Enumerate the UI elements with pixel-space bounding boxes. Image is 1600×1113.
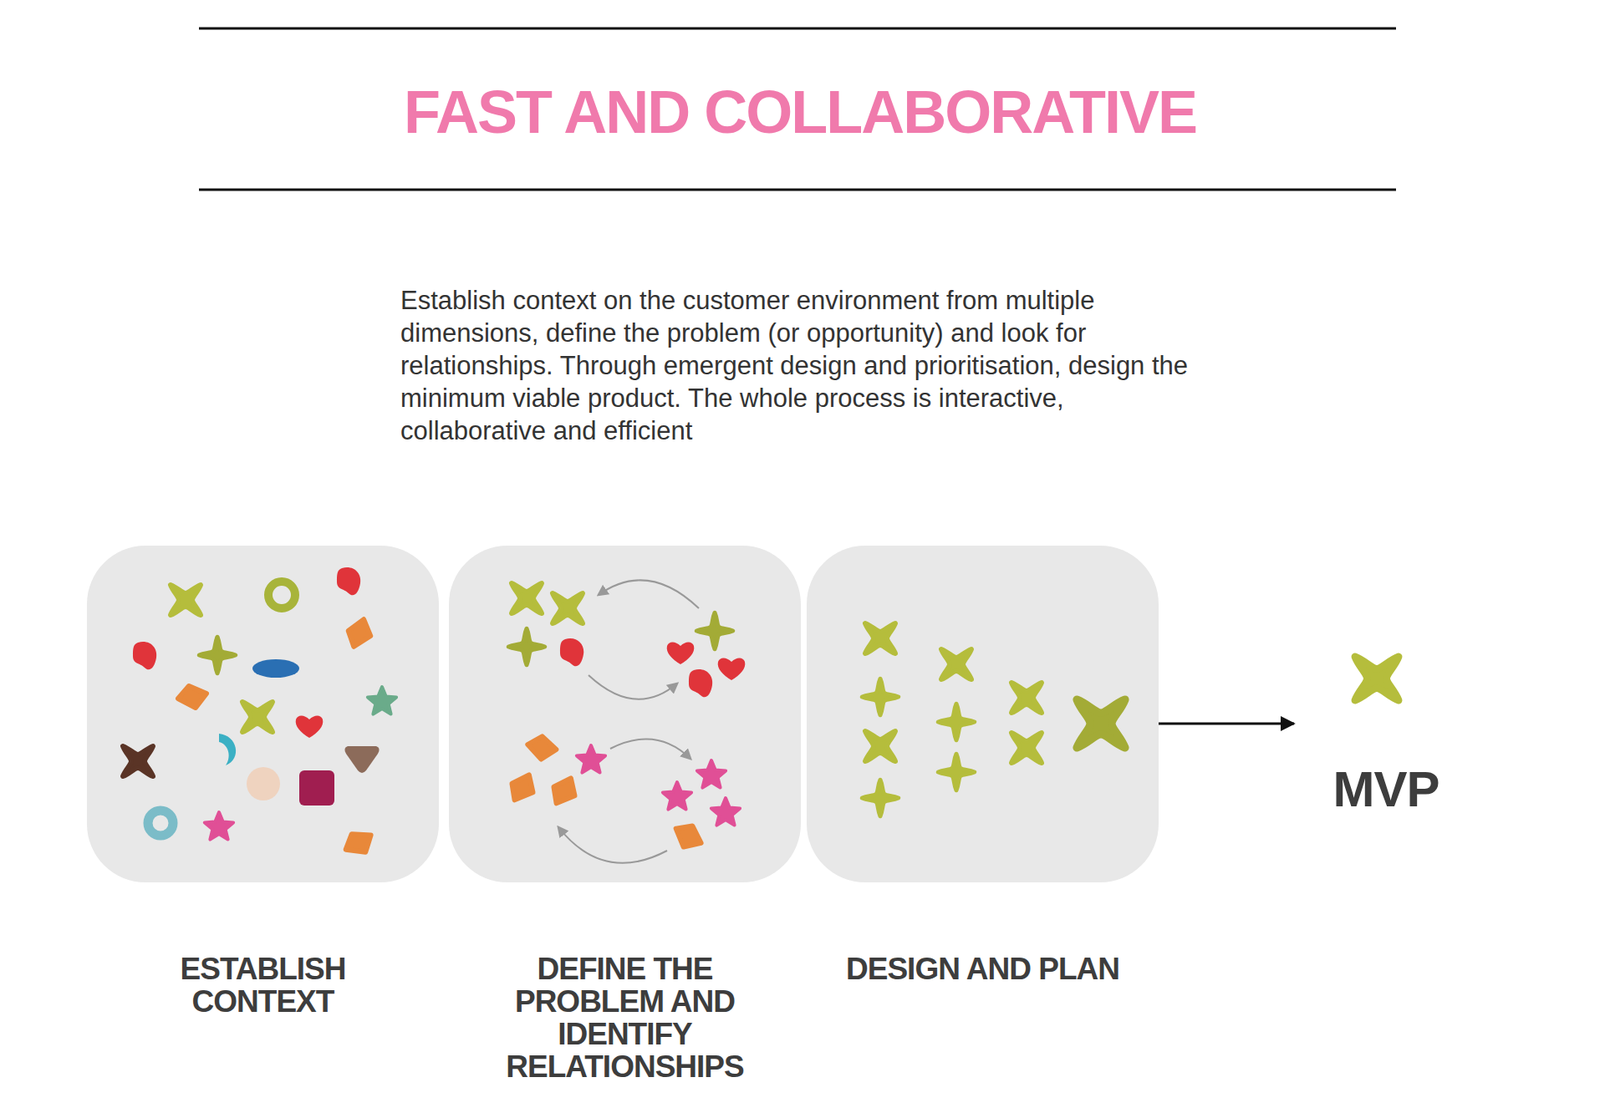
rule-line xyxy=(198,188,1397,192)
stage-label: ESTABLISH CONTEXT xyxy=(112,952,414,1019)
problem-panel xyxy=(448,545,801,883)
result-label: MVP xyxy=(1295,762,1477,818)
stage-label: DEFINE THE PROBLEM AND IDENTIFY RELATION… xyxy=(474,952,776,1084)
mvp-node: MVP xyxy=(1295,625,1477,826)
context-shapes xyxy=(122,567,397,859)
design-shapes xyxy=(861,623,1125,817)
title: FAST AND COLLABORATIVE xyxy=(0,76,1600,148)
problem-panel: DEFINE THE PROBLEM AND IDENTIFY RELATION… xyxy=(448,545,801,883)
problem-shapes xyxy=(504,580,745,863)
mvp-shape xyxy=(1355,657,1399,701)
description-text: Establish context on the customer enviro… xyxy=(400,284,1203,448)
flow-arrow xyxy=(1158,723,1295,726)
context-panel xyxy=(86,545,439,883)
stage-label: DESIGN AND PLAN xyxy=(832,952,1134,986)
context-panel: ESTABLISH CONTEXT xyxy=(86,545,439,883)
rule-line xyxy=(198,27,1397,31)
design-panel xyxy=(806,545,1159,883)
design-panel: DESIGN AND PLAN xyxy=(806,545,1159,883)
